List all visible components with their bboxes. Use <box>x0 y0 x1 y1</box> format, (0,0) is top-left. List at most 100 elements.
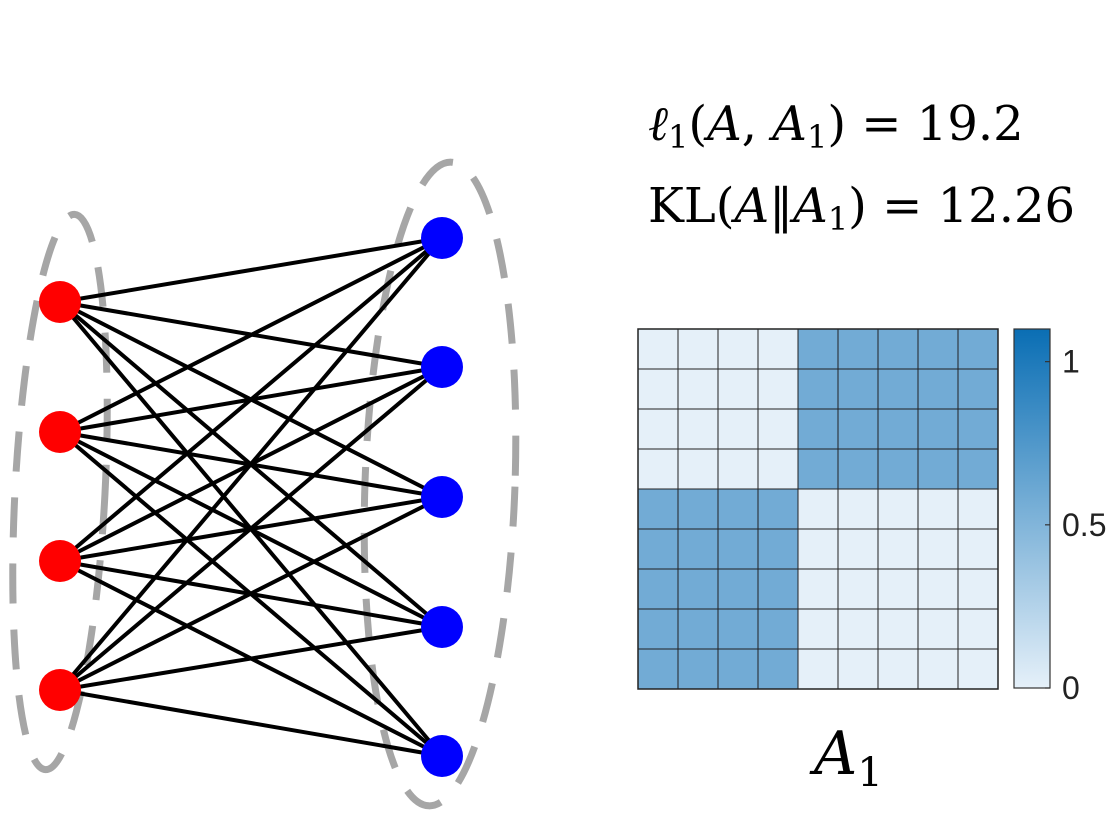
colorbar-tick-label: 0.5 <box>1062 507 1106 543</box>
heatmap-cell <box>877 608 919 650</box>
adjacency-heatmap <box>637 328 999 690</box>
heatmap-cell <box>877 448 919 490</box>
heatmap-cell <box>957 648 999 690</box>
heatmap-cell <box>837 648 879 690</box>
heatmap-cell <box>717 408 759 450</box>
heatmap-cell <box>757 648 799 690</box>
graph-edge <box>59 495 443 692</box>
heatmap-cell <box>957 408 999 450</box>
bipartite-graph <box>9 158 520 810</box>
heatmap-cell <box>677 608 719 650</box>
heatmap-cell <box>677 528 719 570</box>
l1-value: 19.2 <box>917 96 1024 152</box>
heatmap-cell <box>757 528 799 570</box>
heatmap-cell <box>797 608 839 650</box>
heatmap-cell <box>637 408 679 450</box>
colorbar-gradient <box>1013 328 1051 689</box>
heatmap-cell <box>637 568 679 610</box>
left-node <box>39 411 81 453</box>
heatmap-cell <box>757 608 799 650</box>
heatmap-cell <box>917 568 959 610</box>
heatmap-cell <box>837 568 879 610</box>
heatmap-cell <box>757 568 799 610</box>
heatmap-cell <box>757 328 799 370</box>
right-node <box>421 217 463 259</box>
heatmap-cell <box>637 608 679 650</box>
heatmap-cell <box>837 408 879 450</box>
heatmap-cell <box>677 648 719 690</box>
colorbar-tick-label: 0 <box>1062 670 1080 706</box>
heatmap-cell <box>677 368 719 410</box>
right-node <box>421 476 463 518</box>
heatmap-cell <box>957 488 999 530</box>
graph-edge <box>58 365 444 692</box>
heatmap-cell <box>637 648 679 690</box>
heatmap-cell <box>677 568 719 610</box>
colorbar-tick-label: 1 <box>1062 344 1080 380</box>
colorbar: 00.51 <box>1013 328 1106 706</box>
kl-metric: KL(A‖A1) = 12.26 <box>648 178 1075 238</box>
left-group-outline <box>9 210 111 774</box>
heatmap-cell <box>637 528 679 570</box>
heatmap-cell <box>917 328 959 370</box>
graph-edge <box>58 236 444 563</box>
kl-value: 12.26 <box>938 178 1075 234</box>
heatmap-cell <box>837 488 879 530</box>
left-node <box>39 281 81 323</box>
heatmap-cell <box>877 568 919 610</box>
heatmap-cell <box>677 488 719 530</box>
heatmap-cell <box>797 568 839 610</box>
heatmap-cell <box>797 408 839 450</box>
heatmap-cell <box>717 328 759 370</box>
heatmap-cell <box>757 368 799 410</box>
heatmap-cell <box>877 408 919 450</box>
colorbar-ticks: 00.51 <box>1045 344 1106 706</box>
heatmap-cell <box>797 488 839 530</box>
heatmap-cell <box>877 328 919 370</box>
heatmap-cell <box>637 368 679 410</box>
heatmap-cell <box>917 648 959 690</box>
heatmap-cell <box>957 528 999 570</box>
heatmap-cell <box>877 528 919 570</box>
heatmap-cell <box>917 368 959 410</box>
heatmap-cell <box>917 448 959 490</box>
matrix-label: A1 <box>809 719 883 796</box>
heatmap-cell <box>917 528 959 570</box>
right-node <box>421 606 463 648</box>
heatmap-cell <box>677 408 719 450</box>
heatmap-cell <box>797 448 839 490</box>
heatmap-cell <box>797 368 839 410</box>
l1-metric: ℓ1(A, A1) = 19.2 <box>648 96 1024 156</box>
heatmap-cell <box>717 568 759 610</box>
heatmap-cell <box>637 448 679 490</box>
heatmap-cell <box>757 408 799 450</box>
heatmap-cell <box>757 448 799 490</box>
heatmap-cell <box>957 328 999 370</box>
heatmap-cell <box>797 528 839 570</box>
heatmap-cell <box>717 608 759 650</box>
heatmap-cell <box>957 368 999 410</box>
heatmap-cell <box>717 648 759 690</box>
graph-edges <box>58 236 444 758</box>
heatmap-cell <box>917 408 959 450</box>
heatmap-cell <box>917 488 959 530</box>
heatmap-cell <box>717 368 759 410</box>
heatmap-cell <box>757 488 799 530</box>
heatmap-cell <box>957 568 999 610</box>
right-node <box>421 735 463 777</box>
right-node <box>421 346 463 388</box>
graph-edge <box>59 236 443 304</box>
metrics-block: ℓ1(A, A1) = 19.2 KL(A‖A1) = 12.26 <box>648 96 1075 238</box>
heatmap-cell <box>797 648 839 690</box>
left-node <box>39 540 81 582</box>
left-node <box>39 669 81 711</box>
heatmap-cell <box>917 608 959 650</box>
heatmap-border <box>637 328 999 690</box>
graph-edge <box>58 236 444 692</box>
heatmap-cell <box>957 608 999 650</box>
heatmap-cell <box>837 448 879 490</box>
heatmap-cell <box>837 528 879 570</box>
heatmap-cell <box>877 648 919 690</box>
heatmap-cell <box>637 488 679 530</box>
